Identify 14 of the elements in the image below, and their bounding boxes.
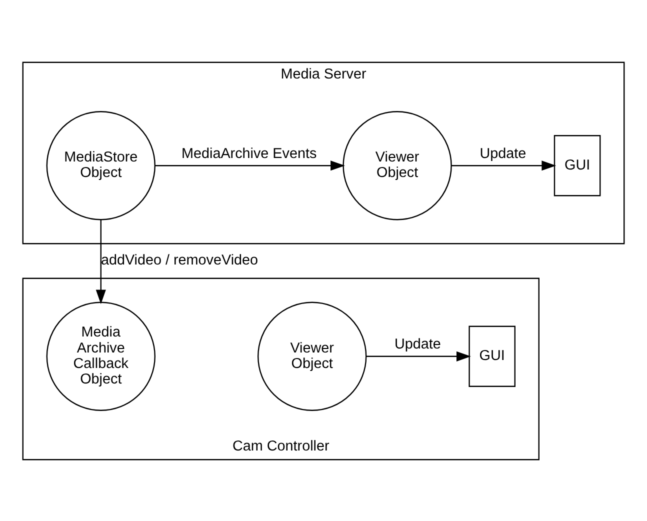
edge-label: addVideo / removeVideo <box>100 252 258 268</box>
node-circle: MediaStore Object <box>46 110 156 220</box>
node-box: GUI <box>468 325 516 386</box>
node-circle: Viewer Object <box>342 110 452 220</box>
arrow <box>451 160 556 170</box>
edge-label: Update <box>394 336 441 352</box>
edge-label: Update <box>480 145 526 162</box>
node-box: GUI <box>554 134 601 196</box>
node-circle: Media Archive Callback Object <box>46 301 156 410</box>
arrow <box>154 160 345 170</box>
arrow <box>366 350 471 361</box>
edge-label: MediaArchive Events <box>182 145 317 162</box>
arrow <box>96 219 106 304</box>
node-circle: Viewer Object <box>258 301 367 410</box>
